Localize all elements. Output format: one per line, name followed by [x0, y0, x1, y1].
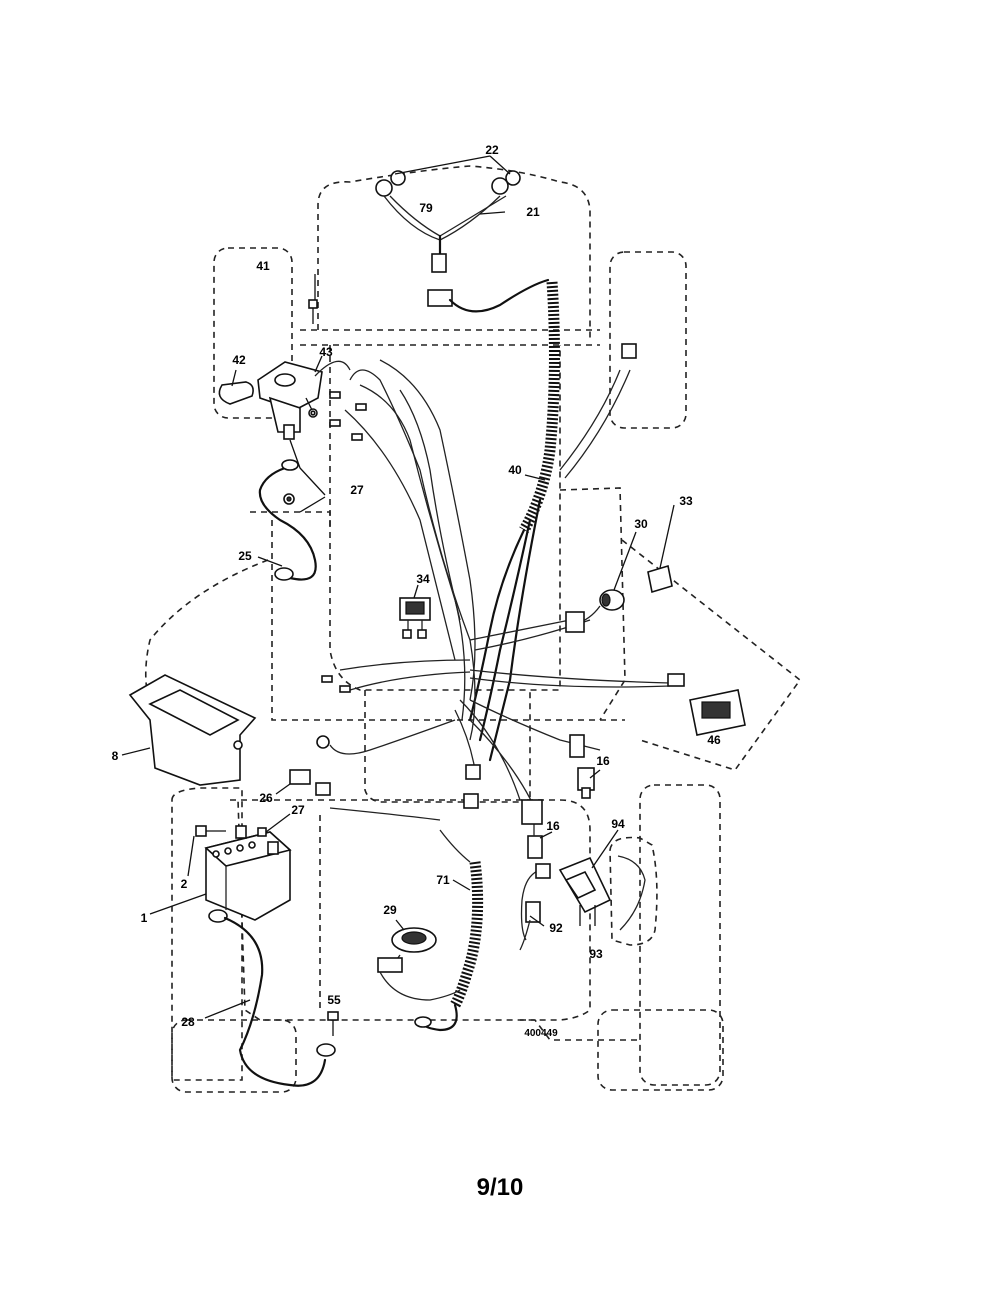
callout-28: 28 — [181, 1015, 195, 1029]
callout-27-upper: 27 — [350, 483, 364, 497]
callout-43: 43 — [319, 345, 333, 359]
connector-16-lower — [521, 799, 543, 859]
callout-55: 55 — [327, 993, 341, 1007]
callout-29: 29 — [383, 903, 397, 917]
callout-79: 79 — [419, 201, 433, 215]
tractor-outline — [145, 165, 802, 1093]
bracket-33 — [647, 564, 673, 594]
callout-40: 40 — [508, 463, 522, 477]
callout-2: 2 — [181, 877, 188, 891]
pto-clutch-connector — [377, 927, 461, 1001]
ignition-key — [218, 381, 254, 405]
callout-30: 30 — [634, 517, 648, 531]
headlight-assembly — [375, 170, 521, 307]
bolt-55 — [327, 1011, 339, 1036]
page-number: 9/10 — [476, 1174, 524, 1201]
callout-42: 42 — [232, 353, 246, 367]
callout-33: 33 — [679, 494, 693, 508]
ignition-switch — [257, 360, 351, 440]
hour-meter — [689, 689, 746, 736]
rocker-switch — [399, 597, 431, 639]
screw-41 — [308, 299, 318, 324]
plunger-switch — [565, 589, 625, 633]
callout-92: 92 — [549, 921, 563, 935]
callout-71: 71 — [436, 873, 450, 887]
callout-93: 93 — [589, 947, 603, 961]
callout-34: 34 — [416, 572, 430, 586]
main-harness-coil — [448, 278, 560, 762]
rear-harness-coil — [414, 793, 484, 1032]
callout-25: 25 — [238, 549, 252, 563]
leader-lines — [121, 155, 675, 1019]
callout-21: 21 — [526, 205, 540, 219]
ground-cable — [258, 459, 317, 581]
seat-switch-plate — [609, 836, 658, 946]
callout-46: 46 — [707, 733, 721, 747]
switch-bracket — [519, 856, 612, 951]
callout-26: 26 — [259, 791, 273, 805]
battery-cable — [208, 909, 336, 1087]
drawing-number: 400449 — [524, 1028, 558, 1039]
connector-16-upper — [577, 767, 595, 799]
callout-16-lower: 16 — [546, 819, 560, 833]
battery-box — [128, 674, 257, 786]
callout-16-upper: 16 — [596, 754, 610, 768]
callout-27-lower: 27 — [291, 803, 305, 817]
callout-22: 22 — [485, 143, 499, 157]
callout-94: 94 — [611, 817, 625, 831]
dashboard-wiring — [316, 343, 685, 821]
battery — [204, 831, 292, 921]
callout-1: 1 — [141, 911, 148, 925]
callout-8: 8 — [112, 749, 119, 763]
fuse-holder — [289, 769, 331, 796]
callout-41: 41 — [256, 259, 270, 273]
callout-labels: 22 79 21 41 43 42 40 27 33 30 25 34 8 46… — [112, 143, 721, 1039]
